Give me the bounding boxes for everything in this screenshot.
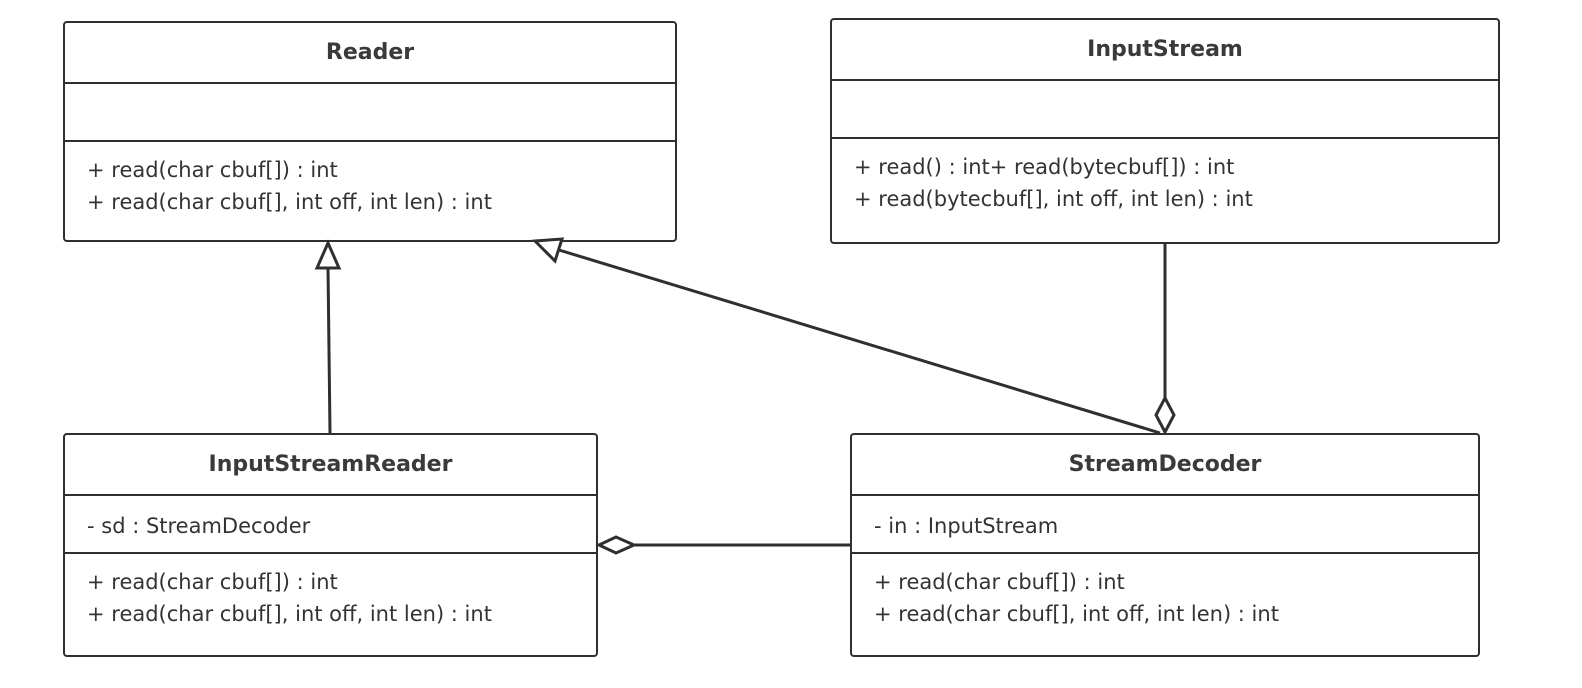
inputstream-class: InputStream + read() : int+ read(bytecbu…	[830, 18, 1500, 244]
reader-operations: + read(char cbuf[]) : int + read(char cb…	[65, 142, 675, 240]
streamdecoder-attr-1: - in : InputStream	[874, 514, 1059, 538]
aggregation-inputstream-streamdecoder-diamond	[1154, 394, 1176, 436]
inputstreamreader-class: InputStreamReader - sd : StreamDecoder +…	[63, 433, 598, 657]
generalization-streamdecoder-reader-line	[558, 248, 1161, 435]
inputstream-op-1: + read() : int+ read(bytecbuf[]) : int	[854, 155, 1235, 179]
reader-attributes	[65, 84, 675, 142]
inputstream-op-2: + read(bytecbuf[], int off, int len) : i…	[854, 187, 1253, 211]
generalization-inputstreamreader-reader-arrowhead	[314, 239, 342, 270]
aggregation-streamdecoder-inputstreamreader-diamond	[595, 535, 638, 555]
reader-op-1: + read(char cbuf[]) : int	[87, 158, 338, 182]
inputstreamreader-attr-1: - sd : StreamDecoder	[87, 514, 311, 538]
streamdecoder-operations: + read(char cbuf[]) : int + read(char cb…	[852, 554, 1478, 655]
reader-class: Reader + read(char cbuf[]) : int + read(…	[63, 21, 677, 242]
inputstreamreader-class-name: InputStreamReader	[65, 435, 596, 496]
streamdecoder-attributes: - in : InputStream	[852, 496, 1478, 554]
reader-class-name: Reader	[65, 23, 675, 84]
generalization-inputstreamreader-reader-line	[326, 266, 332, 434]
inputstream-attributes	[832, 81, 1498, 139]
streamdecoder-op-2: + read(char cbuf[], int off, int len) : …	[874, 602, 1279, 626]
inputstream-class-name: InputStream	[832, 20, 1498, 81]
streamdecoder-op-1: + read(char cbuf[]) : int	[874, 570, 1125, 594]
inputstreamreader-attributes: - sd : StreamDecoder	[65, 496, 596, 554]
inputstreamreader-op-2: + read(char cbuf[], int off, int len) : …	[87, 602, 492, 626]
streamdecoder-class-name: StreamDecoder	[852, 435, 1478, 496]
streamdecoder-class: StreamDecoder - in : InputStream + read(…	[850, 433, 1480, 657]
inputstreamreader-operations: + read(char cbuf[]) : int + read(char cb…	[65, 554, 596, 655]
inputstreamreader-op-1: + read(char cbuf[]) : int	[87, 570, 338, 594]
generalization-streamdecoder-reader-arrowhead	[531, 237, 565, 264]
inputstream-operations: + read() : int+ read(bytecbuf[]) : int +…	[832, 139, 1498, 242]
reader-op-2: + read(char cbuf[], int off, int len) : …	[87, 190, 492, 214]
